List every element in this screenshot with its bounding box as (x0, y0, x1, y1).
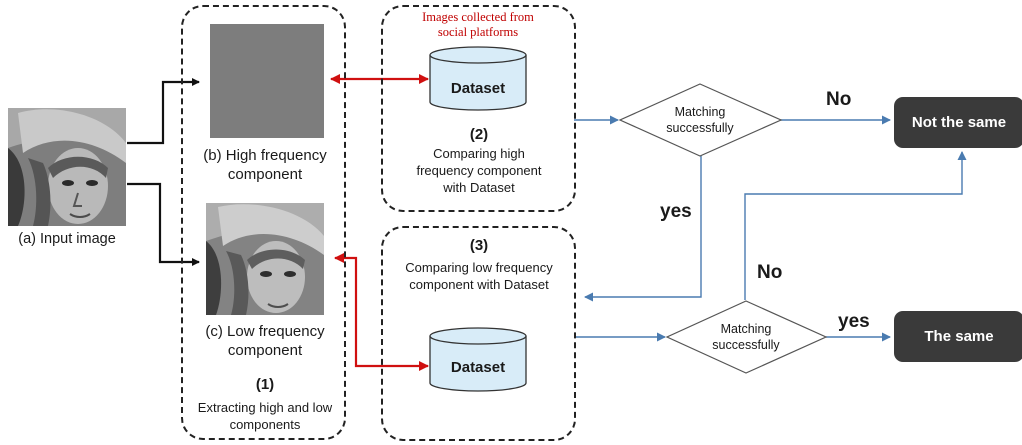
arrow-input-to-low (127, 182, 200, 266)
decision2-no-label: No (757, 262, 783, 283)
step1-group (181, 5, 346, 440)
high-frequency-caption: (b) High frequency component (203, 147, 327, 183)
portrait-graphic (8, 108, 126, 226)
step2-group (381, 5, 576, 212)
decision2-yes-label: yes (838, 311, 870, 332)
dataset-2-label: Dataset (450, 359, 506, 376)
result-not-same: Not the same (894, 97, 1022, 148)
step2-description: Comparing high frequency component with … (416, 146, 542, 195)
dataset-cylinder-2 (429, 327, 527, 392)
low-frequency-image (206, 203, 324, 315)
input-image (8, 108, 126, 226)
decision1-no-label: No (826, 89, 852, 110)
high-frequency-image (210, 24, 324, 138)
flow-decision1-yes (584, 156, 702, 302)
decision2-label: Matching successfully (712, 322, 780, 352)
result-same-label: The same (924, 328, 994, 345)
dataset-cylinder-1 (429, 46, 527, 111)
result-same: The same (894, 311, 1022, 362)
step1-number: (1) (255, 376, 275, 393)
low-frequency-caption: (c) Low frequency component (205, 323, 325, 359)
step2-number: (2) (469, 126, 489, 143)
step1-description: Extracting high and low components (197, 400, 333, 432)
step3-number: (3) (469, 237, 489, 254)
source-note: Images collected from social platforms (422, 10, 534, 39)
step3-group (381, 226, 576, 441)
portrait-low-graphic (206, 203, 324, 315)
dataset-1-label: Dataset (450, 80, 506, 97)
flow-decision2-no (744, 151, 967, 300)
input-image-caption: (a) Input image (18, 231, 116, 247)
decision1-diamond (618, 83, 783, 157)
decision1-yes-label: yes (660, 201, 692, 222)
result-not-same-label: Not the same (911, 114, 1007, 131)
decision1-label: Matching successfully (666, 105, 734, 135)
decision2-diamond (665, 300, 828, 374)
step3-description: Comparing low frequency component with D… (405, 260, 553, 292)
